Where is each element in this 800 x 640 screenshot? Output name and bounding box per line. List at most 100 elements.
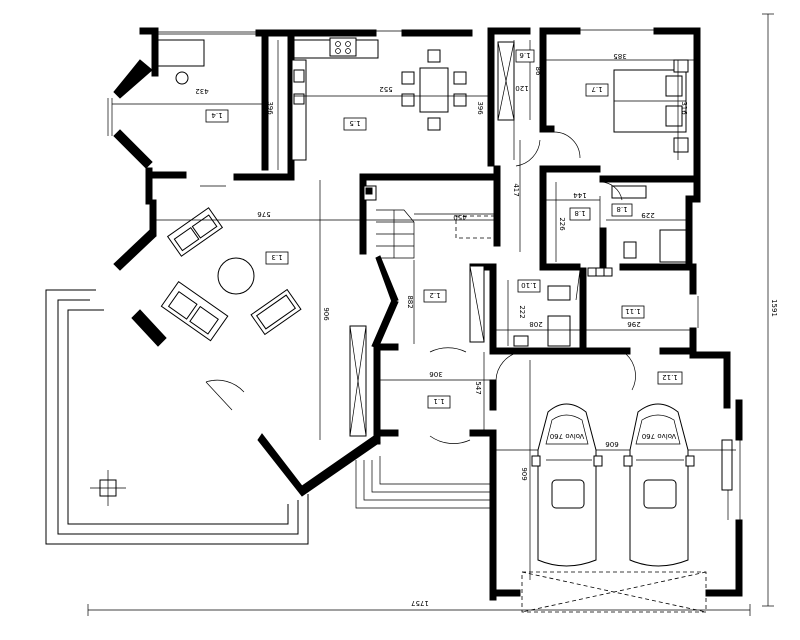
wall-segment [489,589,521,597]
wall-segment [539,165,547,271]
svg-text:1.3: 1.3 [271,253,282,261]
wall-segment [487,27,495,167]
wall-segment [401,29,473,37]
wall-segment [359,173,367,255]
wall-segment [539,165,601,173]
wall-segment [373,343,381,445]
room-label-1-5: 1.5 [343,117,367,131]
svg-text:1.2: 1.2 [429,291,440,299]
wall-segment [261,29,269,171]
dim-120: 120 [515,84,528,92]
dim-547: 547 [474,381,482,394]
wall-segment [257,433,381,497]
dim-1757: 1757 [411,599,429,607]
room-label-1-8-left: 1.8 [569,207,591,221]
wall-segment [539,263,581,271]
dim-396-left: 396 [266,101,274,115]
dim-222: 222 [518,305,526,318]
terrace [45,289,309,545]
wall-segment [599,227,607,269]
car-left-label: Volvo 760 [550,432,584,440]
dim-606: 606 [605,440,619,448]
wall-segment [689,263,697,295]
dim-552: 552 [379,85,392,93]
svg-text:1.1: 1.1 [433,397,444,405]
dim-906: 906 [322,307,330,321]
svg-text:1.8: 1.8 [574,209,585,217]
furniture [157,37,689,437]
wall-segment [723,351,731,409]
wall-segment [489,379,497,411]
wall-segment [113,59,153,99]
wall-segment [371,299,399,349]
dim-417: 417 [512,183,520,196]
svg-text:1.4: 1.4 [211,111,223,119]
wall-segment [489,347,581,355]
room-labels: 1.4 1.5 1.6 1.7 1.8 1.8 1.3 1.2 [205,49,683,409]
wall-segment [653,27,701,35]
wall-segment [145,171,187,179]
wall-segment [113,129,153,169]
dim-316: 316 [680,101,688,115]
dim-226: 226 [558,217,566,231]
wall-segment [689,195,701,203]
car-left: Volvo 760 [531,403,603,567]
wall-segment [539,125,555,133]
car-right: Volvo 760 [623,403,695,567]
dim-576: 576 [257,210,271,218]
room-label-1-7: 1.7 [585,83,609,97]
wall-segment [151,27,159,77]
room-label-1-11: 1.11 [621,305,645,319]
dim-450: 450 [453,213,466,221]
windows [107,29,741,520]
dim-144: 144 [573,191,587,199]
svg-text:1.5: 1.5 [349,119,360,127]
wall-segment [693,27,701,199]
wall-segment [359,173,501,181]
svg-text:1.10: 1.10 [521,281,537,289]
dim-882: 882 [406,295,414,308]
room-label-1-12: 1.12 [657,371,683,385]
wall-segment [489,429,497,601]
entrance-steps [355,456,490,509]
dimension-labels: 432 552 396 396 120 86 385 316 576 450 4… [195,52,778,607]
dim-396-right: 396 [476,101,484,115]
dim-306: 306 [429,370,443,378]
svg-text:1.12: 1.12 [662,373,678,381]
wall-segment [489,263,497,351]
wall-segment [149,199,157,237]
dim-86: 86 [534,67,542,76]
wall-segment [489,27,531,35]
room-label-1-4: 1.4 [205,109,229,123]
wall-segment [735,399,743,441]
doors [205,131,636,444]
room-label-1-2: 1.2 [423,289,447,303]
wall-segment [373,429,399,437]
wall-segment [233,173,295,181]
room-label-1-8-right: 1.8 [611,203,633,217]
room-label-1-3: 1.3 [265,251,289,265]
wall-segment [735,519,743,597]
wall-segment [145,167,153,205]
garage-door [521,571,707,613]
wall-segment [659,347,697,355]
wall-segment [619,263,693,271]
svg-text:1.11: 1.11 [625,307,641,315]
dim-432: 432 [195,87,208,95]
dim-296: 296 [627,320,641,328]
wall-segment [579,267,587,349]
wall-segment [579,347,631,355]
dim-208: 208 [529,320,542,328]
dim-229: 229 [641,211,654,219]
walls [113,27,743,601]
wall-segment [375,255,399,303]
svg-text:1.8: 1.8 [616,205,627,213]
dim-909: 909 [520,467,528,480]
dim-385: 385 [613,52,626,60]
car-right-label: Volvo 760 [642,432,676,440]
dim-1591: 1591 [770,299,778,317]
dimension-lines [87,13,774,616]
svg-text:1.6: 1.6 [519,51,531,59]
wall-segment [685,195,693,269]
